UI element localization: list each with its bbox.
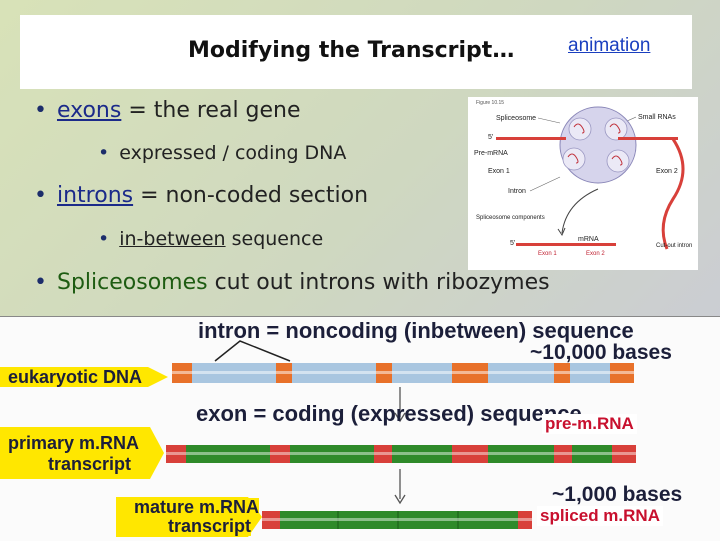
label-exon1: Exon 1 xyxy=(488,168,510,175)
pre-mrna-strand xyxy=(166,445,636,463)
label-mature-line2: transcript xyxy=(168,516,252,536)
label-intron: Intron xyxy=(508,188,526,195)
term-introns: introns xyxy=(56,183,134,208)
label-spliceosome: Spliceosome xyxy=(496,115,536,122)
spliceosome-figure: Figure 10.15 Spliceosome Small RNAs 5' P… xyxy=(468,97,698,270)
label-primary-line2: transcript xyxy=(48,454,132,474)
label-primary-line1: primary m.RNA xyxy=(8,433,140,453)
exon-header: exon = coding (expressed) sequence xyxy=(196,401,582,426)
bullet-spliceosomes: • Spliceosomes cut out introns with riboz… xyxy=(34,270,550,295)
label-mature-line1: mature m.RNA xyxy=(134,497,260,517)
gene-diagram: intron = noncoding (inbetween) sequence … xyxy=(0,316,720,541)
label-small-rnas: Small RNAs xyxy=(638,114,676,121)
subbullet-underlined: in-between xyxy=(119,228,226,250)
bases-1000: ~1,000 bases xyxy=(552,483,683,506)
bullet-dot: • xyxy=(34,98,47,123)
dna-strand xyxy=(172,363,634,383)
animation-link[interactable]: animation xyxy=(568,35,651,56)
label-pre-mrna: Pre-mRNA xyxy=(474,150,508,157)
subbullet-text: sequence xyxy=(225,228,324,250)
spliced-mrna-strand xyxy=(262,511,532,529)
spliceosome-body xyxy=(559,106,637,184)
subbullet-text: expressed / coding DNA xyxy=(119,142,347,164)
intron-header: intron = noncoding (inbetween) sequence xyxy=(198,318,634,343)
bases-10000: ~10,000 bases xyxy=(530,341,672,364)
bullet-text: = non-coded section xyxy=(133,183,369,208)
bullet-dot: • xyxy=(98,142,110,164)
bullet-dot: • xyxy=(34,183,47,208)
bullet-dot: • xyxy=(34,270,47,295)
slide-title: Modifying the Transcript… xyxy=(188,38,515,63)
bullet-text: = the real gene xyxy=(121,98,301,123)
figure-number: Figure 10.15 xyxy=(476,100,504,106)
label-components: Spliceosome components xyxy=(476,215,545,221)
bullet-text: cut out introns with ribozymes xyxy=(207,270,550,295)
tag-pre-mrna: pre-m.RNA xyxy=(542,414,637,434)
label-exon2: Exon 2 xyxy=(656,168,678,175)
subbullet-inbetween: • in-between sequence xyxy=(98,228,323,250)
spliceosome-figure-svg: Figure 10.15 Spliceosome Small RNAs 5' P… xyxy=(474,100,692,257)
label-5prime-top: 5' xyxy=(488,134,493,141)
title-box xyxy=(20,15,692,89)
svg-text:Exon 2: Exon 2 xyxy=(586,251,605,257)
bullet-exons: • exons = the real gene xyxy=(34,98,301,123)
label-eukaryotic-dna: eukaryotic DNA xyxy=(8,367,143,387)
term-exons: exons xyxy=(56,98,122,123)
bullet-dot: • xyxy=(98,228,110,250)
label-mrna: mRNA xyxy=(578,236,599,243)
svg-text:Exon 1: Exon 1 xyxy=(538,251,557,257)
intron-loop xyxy=(661,138,685,250)
bullet-introns: • introns = non-coded section xyxy=(34,183,368,208)
subbullet-expressed: • expressed / coding DNA xyxy=(98,142,346,164)
svg-text:5': 5' xyxy=(510,240,515,247)
label-cut-out: Cut-out intron xyxy=(656,243,692,249)
tag-spliced-mrna: spliced m.RNA xyxy=(537,506,663,526)
term-spliceosomes: Spliceosomes xyxy=(56,270,208,295)
